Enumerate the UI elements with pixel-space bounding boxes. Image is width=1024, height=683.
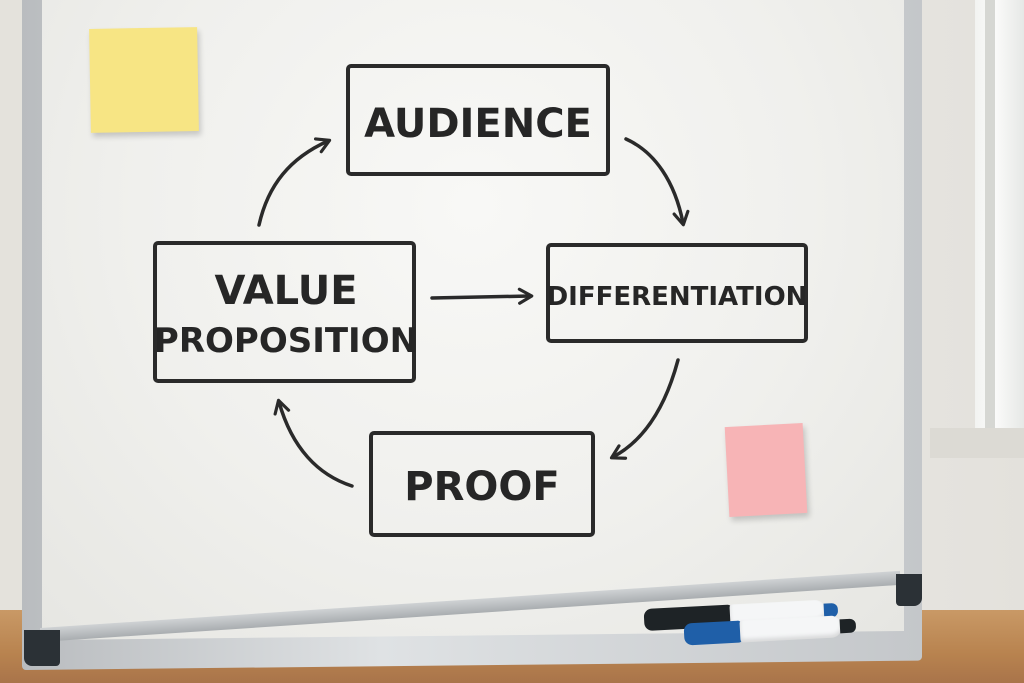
arrow-audience-to-differentiation: [624, 137, 690, 227]
value-label-line2: PROPOSITION: [154, 321, 418, 361]
differentiation-node: DIFFERENTIATION: [546, 243, 808, 343]
frame-corner-bottom-left: [24, 630, 60, 666]
audience-node: AUDIENCE: [346, 64, 610, 176]
window-sill: [930, 428, 1024, 458]
window-frame: [985, 0, 995, 440]
value-proposition-node: VALUE PROPOSITION: [153, 241, 418, 383]
frame-corner-bottom-right: [896, 574, 922, 606]
arrow-value-to-differentiation: [430, 287, 534, 305]
audience-label: AUDIENCE: [364, 101, 592, 147]
differentiation-label: DIFFERENTIATION: [547, 282, 808, 312]
window: [975, 0, 1024, 430]
blue-marker-cap: [683, 620, 743, 646]
proof-label: PROOF: [404, 464, 559, 510]
proof-node: PROOF: [369, 431, 595, 537]
arrow-differentiation-to-proof: [609, 358, 680, 460]
arrow-proof-to-value: [273, 398, 354, 488]
value-label-line1: VALUE: [214, 268, 357, 314]
arrow-value-to-audience: [257, 137, 332, 227]
